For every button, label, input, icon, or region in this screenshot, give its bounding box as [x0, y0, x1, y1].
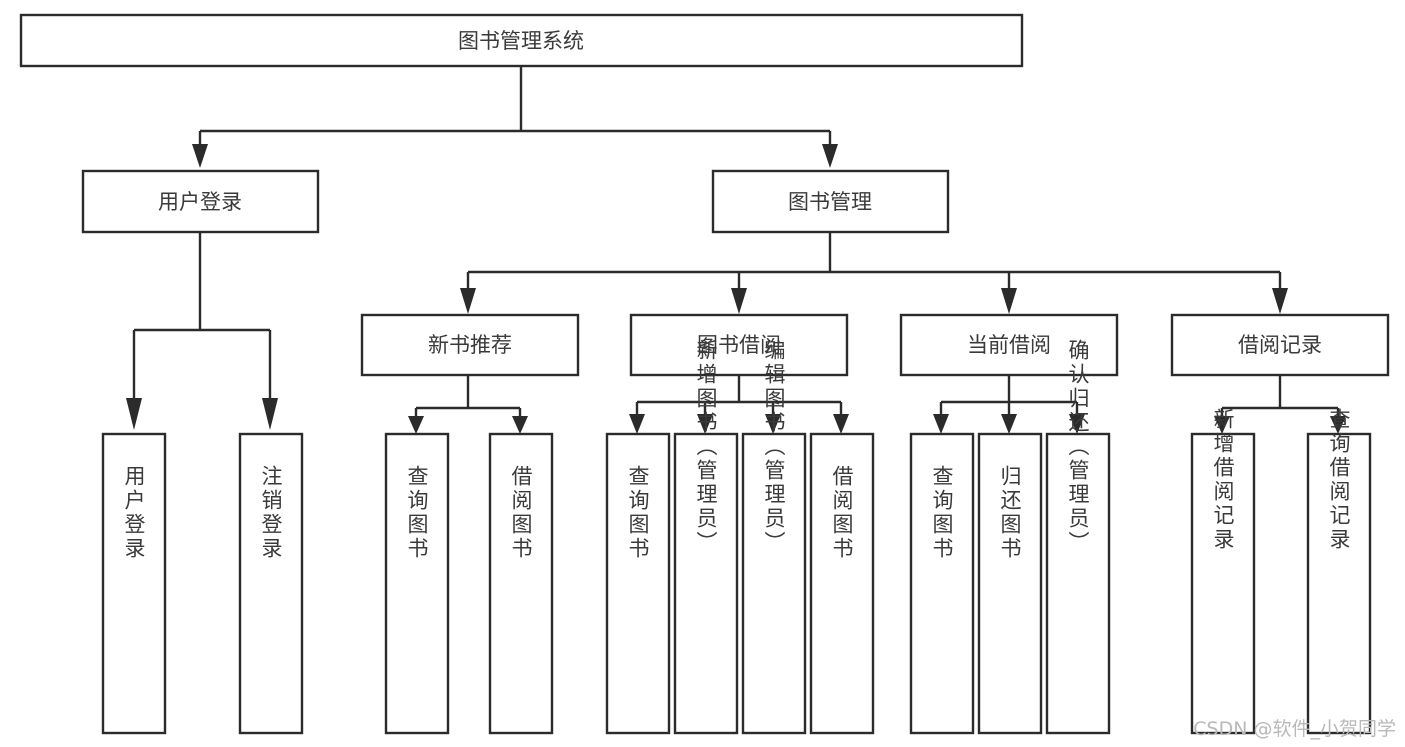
node-leaf-query-book-1-label: 查询图书	[405, 465, 429, 561]
node-user-login-label: 用户登录	[158, 190, 242, 214]
node-leaf-query-book-2-label: 查询图书	[626, 465, 650, 561]
node-leaf-return-book-box[interactable]	[977, 432, 1043, 735]
node-leaf-borrow-book-1-box[interactable]	[488, 432, 554, 735]
node-leaf-confirm-return-admin-box[interactable]	[1045, 432, 1111, 735]
node-leaf-logout-login[interactable]: 注销登录	[238, 432, 304, 735]
node-book-management-label: 图书管理	[788, 190, 872, 214]
watermark-label: CSDN @软件_小贺同学	[1193, 718, 1396, 740]
arrow-head-leaf-query-borrow-record	[1330, 416, 1346, 434]
node-new-book-recommend[interactable]: 新书推荐	[360, 313, 580, 377]
node-book-borrow-label: 图书借阅	[697, 333, 781, 357]
node-user-login[interactable]: 用户登录	[81, 169, 320, 234]
node-user-login-box[interactable]	[81, 169, 320, 234]
node-borrow-record-box[interactable]	[1170, 313, 1390, 377]
connector-group-user-login	[126, 232, 278, 430]
arrow-head-leaf-add-book	[697, 414, 713, 434]
node-leaf-query-borrow-record[interactable]: 查询借阅记录	[1306, 408, 1372, 735]
node-leaf-query-borrow-record-box[interactable]	[1306, 432, 1372, 735]
node-leaf-add-book-admin-box[interactable]	[673, 432, 739, 735]
node-leaf-add-borrow-record-box[interactable]	[1190, 432, 1256, 735]
arrow-head-leaf-logout	[262, 398, 278, 430]
node-new-book-recommend-box[interactable]	[360, 313, 580, 377]
arrow-head-leaf-edit-book	[765, 414, 781, 434]
node-leaf-edit-book-admin[interactable]: 编辑图书（管理员）	[741, 339, 807, 735]
arrow-head-leaf-borrow-book-2	[833, 414, 849, 434]
connector-group-book-management	[460, 232, 1288, 314]
connector-group-new-book-recommend	[408, 375, 528, 434]
node-current-borrow-label: 当前借阅	[967, 333, 1051, 357]
arrow-head-leaf-query-book-1	[408, 416, 424, 434]
connector-group-current-borrow	[933, 375, 1085, 434]
node-root[interactable]: 图书管理系统	[19, 13, 1024, 68]
arrow-head-borrow-record	[1272, 288, 1288, 314]
arrow-head-leaf-user-login	[126, 398, 142, 430]
node-book-borrow-box[interactable]	[629, 313, 849, 377]
node-leaf-return-book[interactable]: 归还图书	[977, 432, 1043, 735]
node-leaf-logout-login-box[interactable]	[238, 432, 304, 735]
node-book-management-box[interactable]	[711, 169, 950, 234]
node-new-book-recommend-label: 新书推荐	[428, 333, 512, 357]
node-borrow-record-label: 借阅记录	[1238, 333, 1322, 357]
arrow-head-book-borrow	[731, 288, 747, 314]
arrow-head-user-login	[192, 144, 208, 168]
arrow-head-leaf-borrow-book-1	[512, 416, 528, 434]
node-root-box[interactable]	[19, 13, 1024, 68]
arrow-head-current-borrow	[1001, 288, 1017, 314]
node-leaf-add-book-admin[interactable]: 新增图书（管理员）	[673, 339, 739, 735]
arrow-head-new-book-recommend	[460, 288, 476, 314]
node-leaf-borrow-book-2-label: 借阅图书	[830, 465, 854, 561]
node-leaf-edit-book-admin-box[interactable]	[741, 432, 807, 735]
node-leaf-query-book-3-label: 查询图书	[930, 465, 954, 561]
node-leaf-add-borrow-record-label: 新增借阅记录	[1211, 408, 1235, 552]
node-leaf-borrow-book-2-box[interactable]	[809, 432, 875, 735]
node-leaf-borrow-book-2[interactable]: 借阅图书	[809, 432, 875, 735]
node-leaf-query-book-3[interactable]: 查询图书	[909, 432, 975, 735]
node-leaf-add-borrow-record[interactable]: 新增借阅记录	[1190, 408, 1256, 735]
connector-group-root	[192, 66, 838, 168]
node-leaf-user-login-label: 用户登录	[122, 465, 146, 561]
node-leaf-query-book-1-box[interactable]	[384, 432, 450, 735]
node-leaf-query-book-2[interactable]: 查询图书	[605, 432, 671, 735]
node-leaf-return-book-label: 归还图书	[998, 465, 1022, 561]
node-leaf-logout-login-label: 注销登录	[259, 465, 283, 561]
node-root-label: 图书管理系统	[458, 29, 584, 53]
arrow-head-leaf-confirm-return	[1069, 414, 1085, 434]
node-leaf-confirm-return-admin[interactable]: 确认归还（管理员）	[1045, 339, 1111, 735]
node-current-borrow[interactable]: 当前借阅	[899, 313, 1119, 377]
node-leaf-borrow-book-1[interactable]: 借阅图书	[488, 432, 554, 735]
node-leaf-edit-book-admin-label: 编辑图书（管理员）	[762, 339, 786, 555]
node-borrow-record[interactable]: 借阅记录	[1170, 313, 1390, 377]
node-leaf-confirm-return-admin-label: 确认归还（管理员）	[1066, 339, 1090, 555]
node-book-management[interactable]: 图书管理	[711, 169, 950, 234]
connector-group-book-borrow	[629, 375, 849, 434]
arrow-head-leaf-query-book-2	[629, 414, 645, 434]
node-leaf-query-book-1[interactable]: 查询图书	[384, 432, 450, 735]
node-current-borrow-box[interactable]	[899, 313, 1119, 377]
arrow-head-leaf-query-book-3	[933, 414, 949, 434]
node-book-borrow[interactable]: 图书借阅	[629, 313, 849, 377]
node-leaf-query-borrow-record-label: 查询借阅记录	[1327, 408, 1351, 552]
connector-group-borrow-record	[1214, 375, 1346, 434]
arrow-head-book-management	[822, 144, 838, 168]
node-leaf-query-book-2-box[interactable]	[605, 432, 671, 735]
node-leaf-query-book-3-box[interactable]	[909, 432, 975, 735]
node-leaf-user-login-box[interactable]	[101, 432, 167, 735]
arrow-head-leaf-add-borrow-record	[1214, 416, 1230, 434]
node-leaf-add-book-admin-label: 新增图书（管理员）	[694, 339, 718, 555]
arrow-head-leaf-return-book	[1001, 414, 1017, 434]
node-leaf-user-login[interactable]: 用户登录	[101, 432, 167, 735]
node-leaf-borrow-book-1-label: 借阅图书	[509, 465, 533, 561]
